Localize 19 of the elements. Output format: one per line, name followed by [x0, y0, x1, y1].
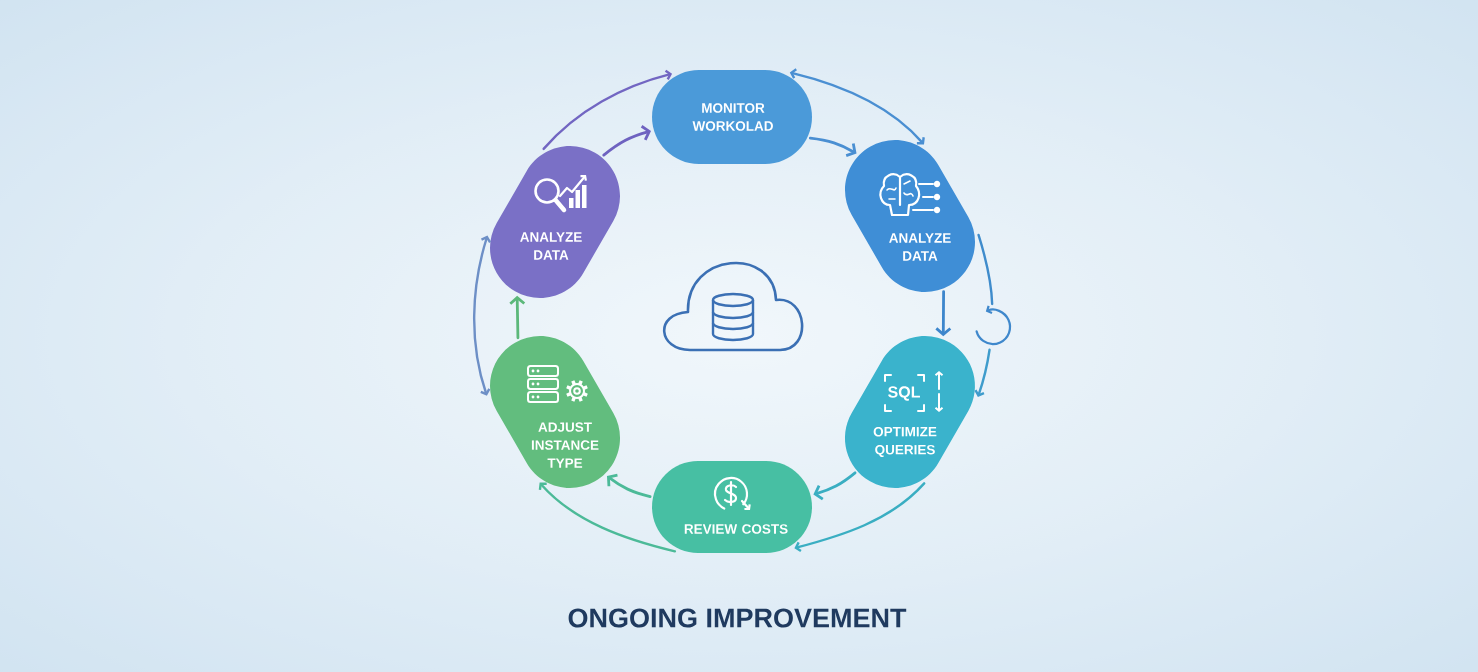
process-pill: ANALYZE DATA: [490, 146, 620, 298]
process-pill: ANALYZE DATA: [845, 140, 975, 292]
process-pill: ADJUST INSTANCE TYPE: [490, 336, 620, 488]
arrow: [813, 471, 857, 501]
arrow: [606, 473, 652, 498]
arrow: [473, 235, 492, 396]
process-pill: MONITOR WORKOLAD: [652, 70, 812, 164]
caption: ONGOING IMPROVEMENT: [568, 608, 907, 628]
arrow: [935, 290, 952, 337]
arrow: [538, 482, 677, 553]
arrow: [808, 136, 857, 157]
arrow: [602, 125, 651, 157]
arrow: [789, 68, 925, 145]
process-pill: REVIEW COSTS: [652, 461, 812, 553]
arrow: [794, 482, 926, 553]
arrow: [974, 348, 991, 397]
arrow: [542, 69, 673, 151]
refresh-icon: [975, 305, 1012, 346]
arrow: [509, 295, 526, 340]
